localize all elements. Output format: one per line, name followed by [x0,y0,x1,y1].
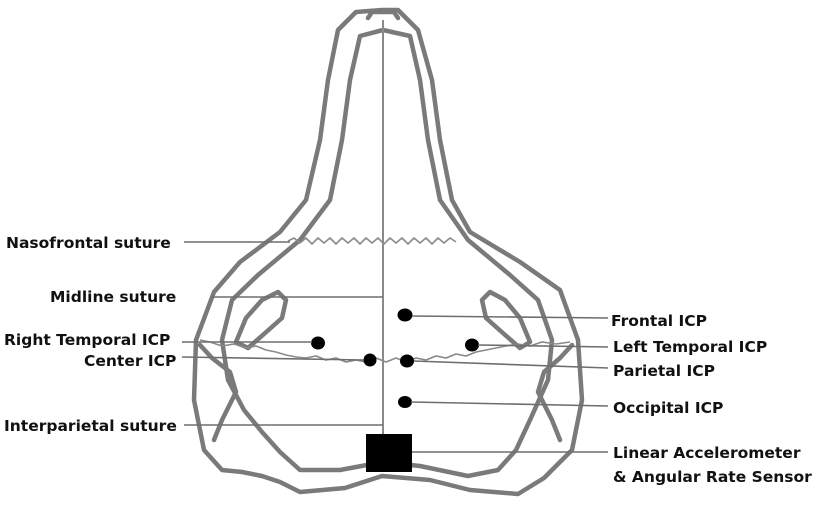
nasofrontal-suture-label: Nasofrontal suture [6,234,171,252]
sensor-label-line1: Linear Accelerometer [613,444,801,462]
frontal-icp-marker [397,308,413,322]
skull-outer-outline [191,7,585,497]
parietal-leader [413,360,609,369]
parietal-icp-marker [400,354,414,368]
right-zygomatic-arch [479,289,533,351]
nasal-detail [365,9,401,21]
left-zygomatic-arch [233,289,289,351]
midline-suture-label: Midline suture [50,288,176,306]
center-icp-label: Center ICP [84,352,176,370]
nasofrontal-suture-line [287,236,457,246]
parietal-icp-label: Parietal ICP [613,362,715,380]
interparietal-suture-label: Interparietal suture [4,417,177,435]
right-cheek-lobe [535,342,575,443]
right-temporal-icp-label: Right Temporal ICP [4,331,170,349]
occipital-leader [410,401,609,407]
frontal-leader [411,315,609,319]
left-temporal-icp-marker [465,338,479,352]
frontal-icp-label: Frontal ICP [611,312,707,330]
occipital-icp-marker [398,396,412,408]
coronal-suture-line [199,339,571,363]
center-leader [181,356,365,361]
occipital-icp-label: Occipital ICP [613,399,723,417]
left-temporal-icp-label: Left Temporal ICP [613,338,767,356]
center-icp-marker [363,353,377,367]
sensor-label-line2: & Angular Rate Sensor [613,468,812,486]
right-temporal-icp-marker [311,336,325,350]
sensor-box [366,434,412,472]
left-temporal-leader [477,344,609,348]
left-cheek-lobe [197,342,239,443]
